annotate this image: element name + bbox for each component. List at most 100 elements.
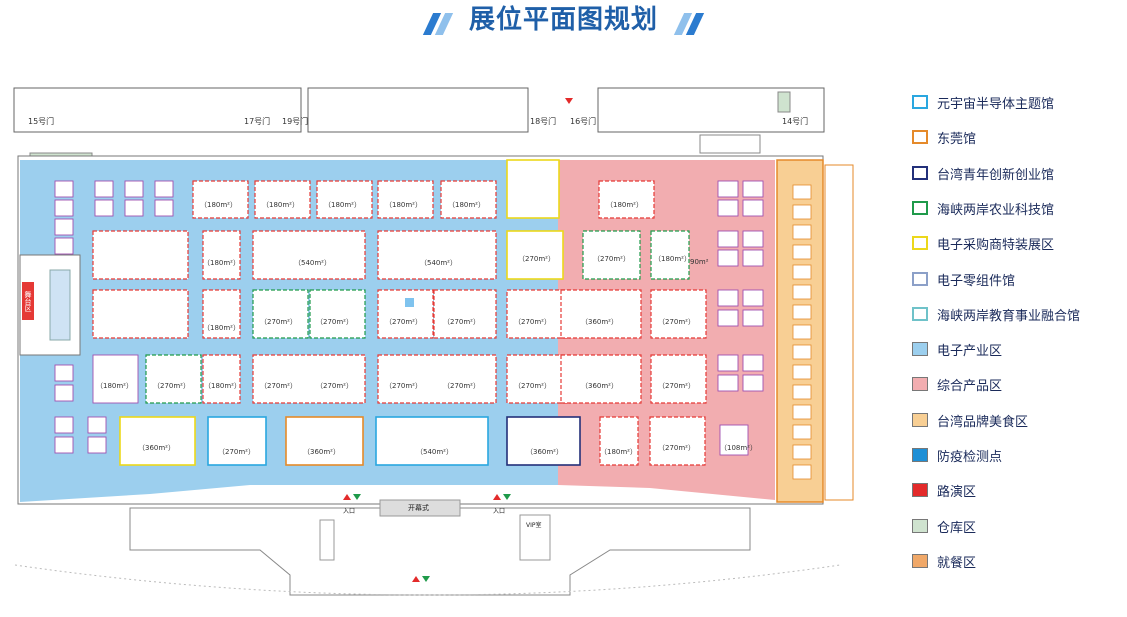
legend-swatch [912,272,928,286]
legend-label: 台湾品牌美食区 [937,414,1029,430]
legend-item: 台湾青年创新创业馆 [912,163,1054,183]
legend-label: 电子零组件馆 [937,273,1016,289]
legend-label: 综合产品区 [937,378,1003,394]
booth-size-180: （180m²） [324,201,361,209]
lobby-outline [129,507,751,596]
legend-item: 东莞馆 [912,127,976,147]
legend-item: 元宇宙半导体主题馆 [912,92,1054,112]
booth-size-180: （180m²） [262,201,299,209]
booth-size-180: （180m²） [200,201,237,209]
booth-size-180: （180m²） [203,324,240,332]
gate-17: 17号门 [244,117,271,126]
booth-size-180: （180m²） [385,201,422,209]
gate-14: 14号门 [782,117,809,126]
legend-label: 台湾青年创新创业馆 [937,167,1055,183]
booth-size-270: （270m²） [518,255,555,263]
legend-swatch [912,307,928,321]
booth-size-180: （180m²） [448,201,485,209]
booth-size-270: （270m²） [316,382,353,390]
legend-swatch [912,448,928,462]
legend-item: 综合产品区 [912,374,1002,394]
title-decoration-right [673,12,705,35]
floor-plan-drawing [13,87,854,596]
booth-size-270: （270m²） [593,255,630,263]
legend-label: 海峡两岸农业科技馆 [937,202,1055,218]
booth-size-270: （270m²） [514,318,551,326]
legend-item: 防疫检测点 [912,445,1002,465]
legend-label: 元宇宙半导体主题馆 [937,96,1055,112]
legend-item: 海峡两岸教育事业融合馆 [912,304,1080,324]
booth-size-270: （270m²） [153,382,190,390]
legend-swatch [912,413,928,427]
gate-15: 15号门 [28,117,55,126]
booth-size-270: （270m²） [260,318,297,326]
booth-size-270: （270m²） [443,318,480,326]
legend-item: 台湾品牌美食区 [912,410,1028,430]
legend-item: 就餐区 [912,551,976,571]
booth-size-180: （180m²） [204,382,241,390]
booth-size-360: （360m²） [303,448,340,456]
booth-size-180: （180m²） [606,201,643,209]
booth-size-270: （270m²） [658,444,695,452]
gate-16: 16号门 [570,117,597,126]
legend-swatch [912,95,928,109]
legend-label: 电子采购商特装展区 [937,237,1055,253]
booth-size-270: （270m²） [658,382,695,390]
building-left [13,87,302,133]
booth-size-270: （270m²） [260,382,297,390]
legend-item: 路演区 [912,480,976,500]
booth-size-360: （360m²） [138,444,175,452]
legend-label: 仓库区 [937,520,977,536]
legend-label: 东莞馆 [937,131,977,147]
booth-size-270: （270m²） [316,318,353,326]
legend-swatch [912,166,928,180]
legend-item: 仓库区 [912,516,976,536]
epidemic-checkpoint [405,298,414,307]
gate-18: 18号门 [530,117,557,126]
page-title: 展位平面图规划 [468,5,658,35]
entrance-label: 入口 [493,508,506,515]
booth-size-540: （540m²） [294,259,331,267]
legend-swatch [912,342,928,356]
legend-label: 就餐区 [937,555,977,571]
booth-size-90: 90m² [690,258,709,266]
entrance-label: 入口 [343,508,356,515]
legend-swatch [912,483,928,497]
booth-size-540: （540m²） [416,448,453,456]
legend-item: 海峡两岸农业科技馆 [912,198,1054,218]
legend-label: 路演区 [937,484,977,500]
gate-19: 19号门 [282,117,309,126]
legend-item: 电子产业区 [912,339,1002,359]
legend-swatch [912,554,928,568]
legend-item: 电子采购商特装展区 [912,233,1054,253]
legend-label: 电子产业区 [937,343,1003,359]
booth-size-270: （270m²） [385,318,422,326]
booth-size-180: （180m²） [600,448,637,456]
booth-size-270: （270m²） [385,382,422,390]
booth-size-360: （360m²） [581,318,618,326]
building-middle [307,87,529,133]
booth-size-270: （270m²） [218,448,255,456]
booth-size-180: （180m²） [203,259,240,267]
booth-size-360: （360m²） [581,382,618,390]
booth-size-270: （270m²） [658,318,695,326]
booth-size-270: （270m²） [514,382,551,390]
legend-swatch [912,201,928,215]
booth-size-270: （270m²） [443,382,480,390]
booth-size-180: （180m²） [96,382,133,390]
booth-size-540: （540m²） [420,259,457,267]
legend-label: 海峡两岸教育事业融合馆 [937,308,1081,324]
legend-swatch [912,519,928,533]
title-bar: 展位平面图规划 [0,4,1127,36]
floor-plan: 15号门 17号门 19号门 18号门 16号门 14号门 舞台区 （180m²… [10,80,855,610]
legend-item: 电子零组件馆 [912,269,1015,289]
title-decoration-left [422,12,454,35]
legend-swatch [912,377,928,391]
vip-room-label: VIP室 [526,522,542,529]
legend-label: 防疫检测点 [937,449,1003,465]
opening-ceremony-label: 开幕式 [408,504,429,512]
legend-swatch [912,236,928,250]
booth-size-360: （360m²） [526,448,563,456]
legend-swatch [912,130,928,144]
booth-size-180: （180m²） [654,255,691,263]
